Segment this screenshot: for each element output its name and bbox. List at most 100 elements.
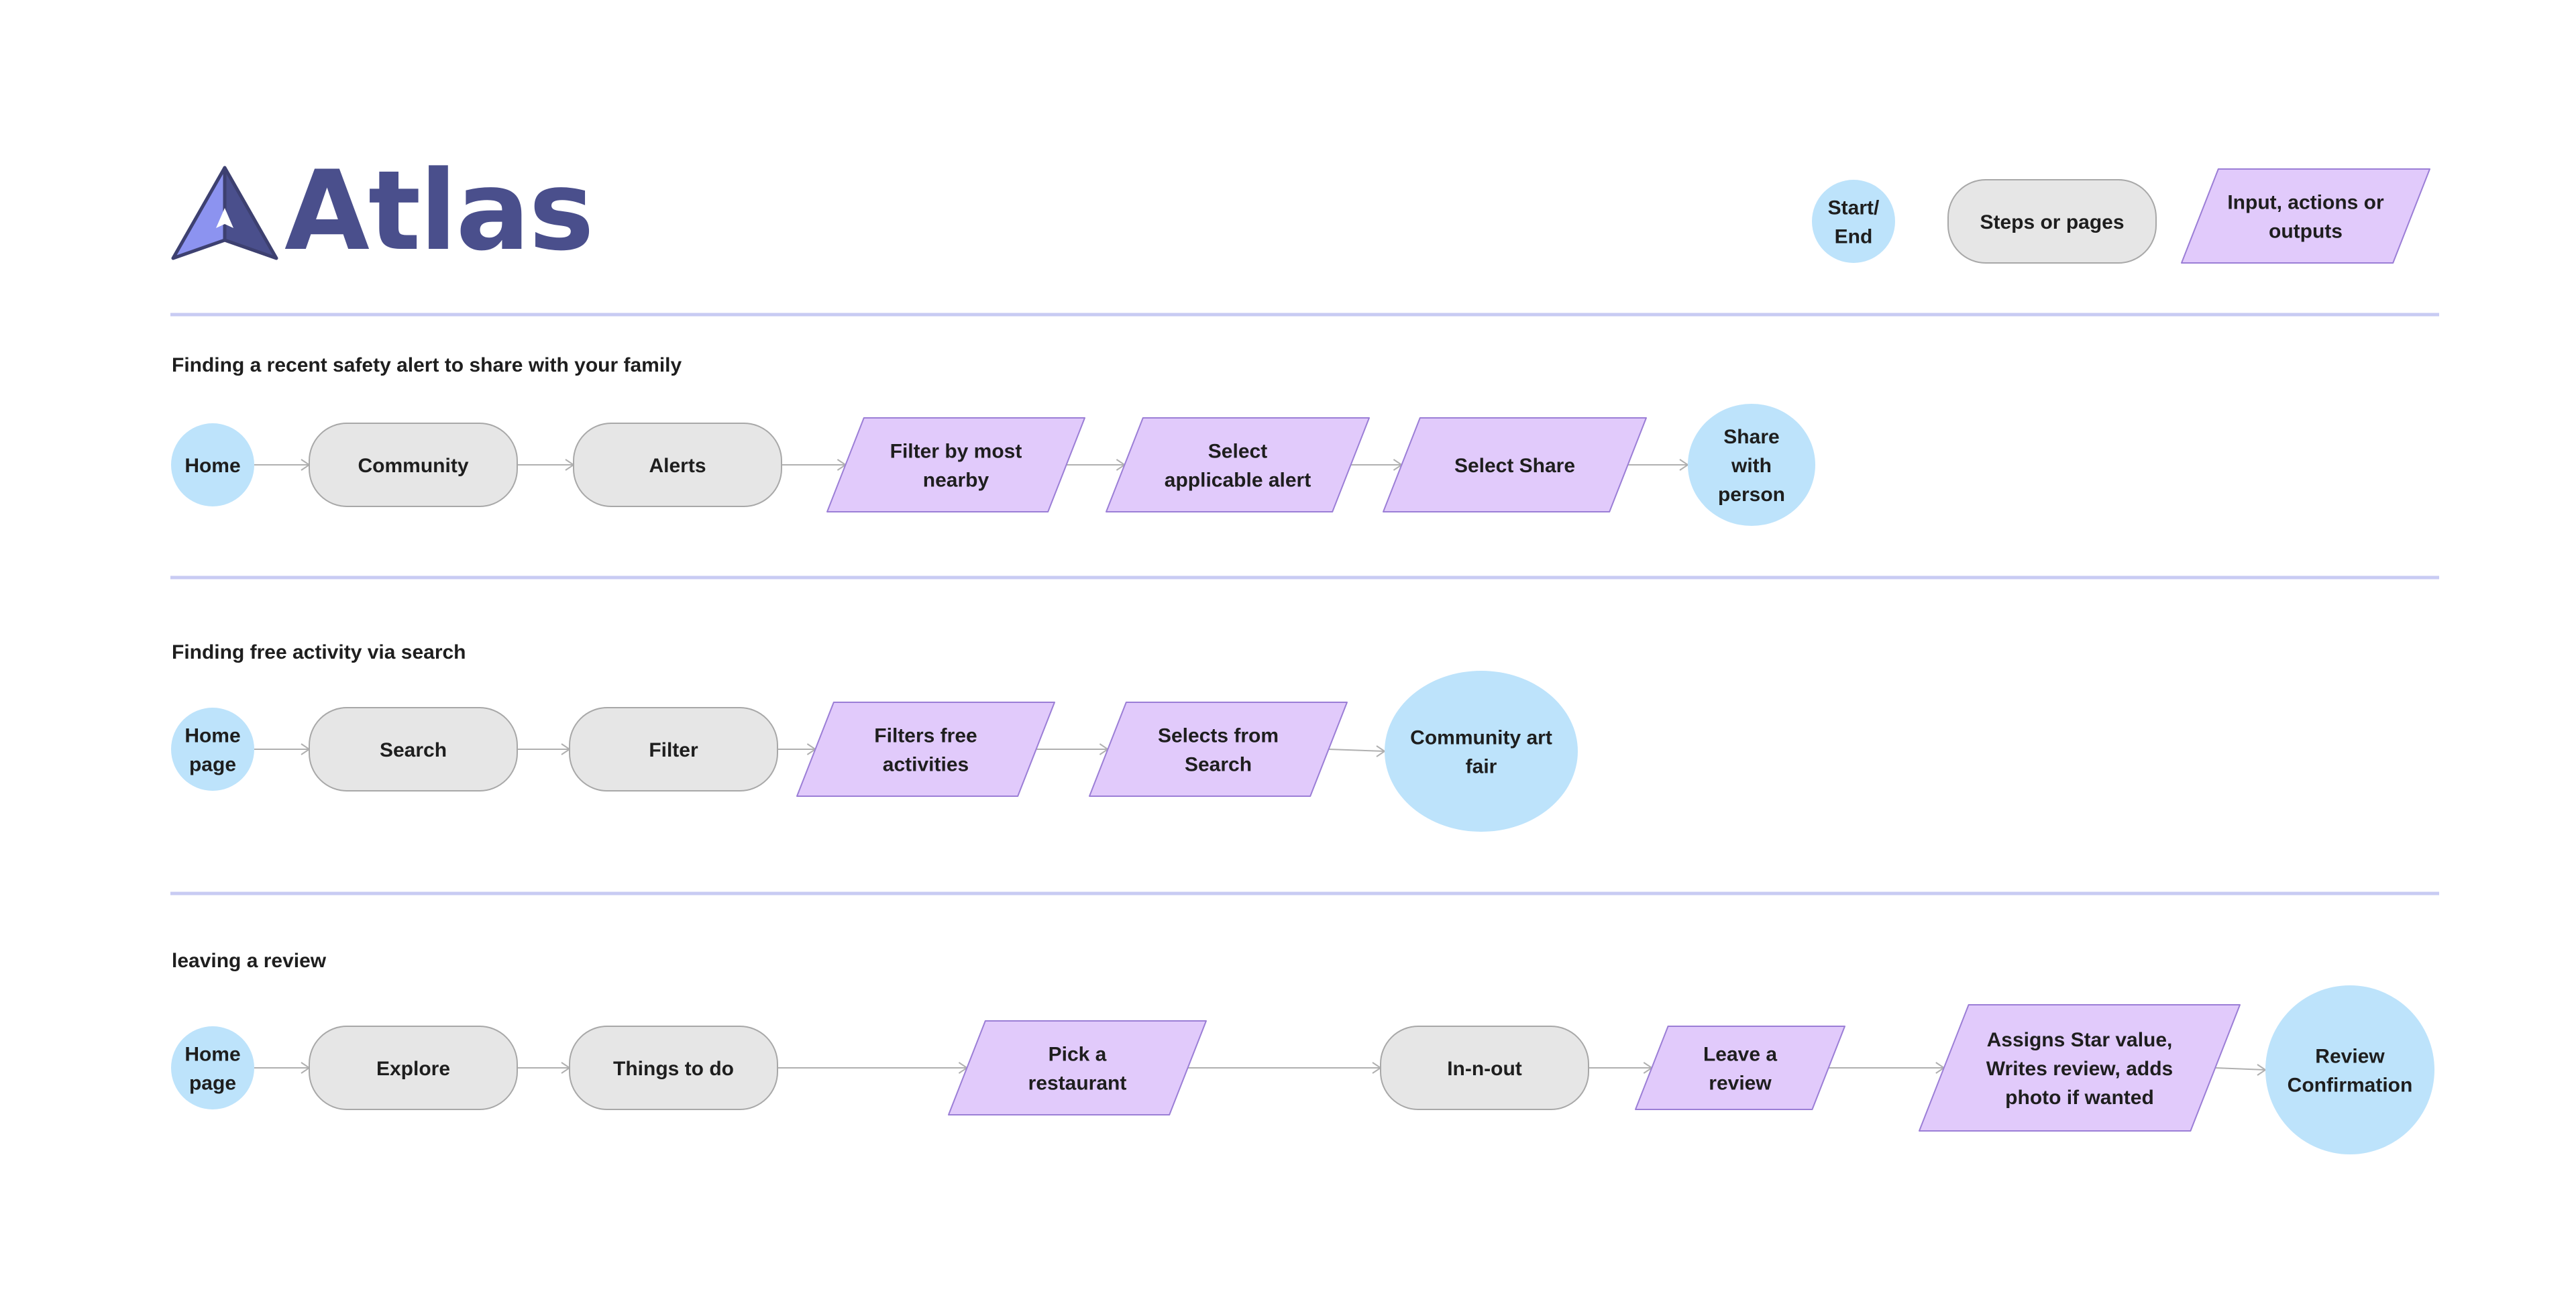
step-shape bbox=[309, 423, 518, 507]
io-shape bbox=[2181, 168, 2430, 264]
flow-node-things-to-do[interactable]: Things to do bbox=[569, 1026, 778, 1110]
node-label: Filter bbox=[649, 739, 698, 761]
node-label: Steps or pages bbox=[1980, 211, 2124, 233]
flow-node-community-art-fair[interactable]: Community art fair bbox=[1385, 671, 1578, 832]
flow-node-in-n-out[interactable]: In-n-out bbox=[1380, 1026, 1589, 1110]
flow-node-search[interactable]: Search bbox=[309, 707, 518, 792]
io-shape bbox=[1383, 417, 1647, 512]
flow-node-select-applicable-alert[interactable]: Select applicable alert bbox=[1106, 417, 1370, 512]
start-end-shape bbox=[1812, 180, 1895, 263]
node-label: Select Share bbox=[1454, 455, 1575, 477]
node-label: Filters free bbox=[874, 725, 977, 747]
node-label: Assigns Star value, bbox=[1987, 1029, 2173, 1051]
node-label: activities bbox=[883, 754, 969, 776]
flow-node-share-with-person[interactable]: Share with person bbox=[1688, 404, 1815, 526]
legend: Start/End Steps or pages Input, actions or… bbox=[1812, 168, 2430, 264]
node-label: restaurant bbox=[1028, 1073, 1127, 1095]
flow-node-leave-a-review[interactable]: Leave a review bbox=[1635, 1026, 1845, 1110]
flow-node-select-share[interactable]: Select Share bbox=[1383, 417, 1647, 512]
legend-item-steps-or-pages[interactable]: Steps or pages bbox=[1947, 179, 2157, 264]
flow-node-community[interactable]: Community bbox=[309, 423, 518, 507]
flow-1: Home Community Alerts Filter by most nearby S… bbox=[171, 404, 1815, 526]
node-label: Start/ bbox=[1828, 197, 1880, 219]
logo-text: Atlas bbox=[284, 147, 594, 275]
step-shape bbox=[309, 1026, 518, 1110]
flow-node-explore[interactable]: Explore bbox=[309, 1026, 518, 1110]
start-end-shape bbox=[1688, 404, 1815, 526]
start-end-shape bbox=[2265, 985, 2434, 1154]
legend-item-input-actions-or-outputs[interactable]: Input, actions or outputs bbox=[2181, 168, 2430, 264]
node-label: Filter by most bbox=[890, 441, 1022, 463]
node-label: Confirmation bbox=[2288, 1075, 2413, 1097]
flow-node-home-page[interactable]: Home page bbox=[171, 708, 254, 791]
node-label: Community art bbox=[1410, 727, 1552, 749]
node-label: Things to do bbox=[613, 1058, 734, 1080]
atlas-logo-icon bbox=[171, 166, 278, 260]
io-shape bbox=[1919, 1004, 2241, 1132]
node-label: person bbox=[1718, 484, 1785, 506]
node-label: Home bbox=[184, 455, 240, 477]
node-label: Select bbox=[1208, 441, 1267, 463]
start-end-shape bbox=[171, 708, 254, 791]
io-shape bbox=[948, 1020, 1207, 1115]
node-label: Input, actions or bbox=[2227, 192, 2384, 214]
node-label: fair bbox=[1466, 756, 1497, 778]
step-shape bbox=[1380, 1026, 1589, 1110]
step-shape bbox=[569, 1026, 778, 1110]
node-label: with bbox=[1731, 455, 1772, 477]
node-label: Explore bbox=[376, 1058, 450, 1080]
node-label: Selects from bbox=[1158, 725, 1279, 747]
node-label: Home bbox=[184, 725, 240, 747]
flow-2: Home page Search Filter Filters free activiti… bbox=[171, 671, 1578, 832]
node-label: Search bbox=[380, 739, 447, 761]
legend-item-start-end[interactable]: Start/End bbox=[1812, 180, 1895, 263]
node-label: Community bbox=[358, 455, 469, 477]
start-end-shape bbox=[1385, 671, 1578, 832]
connector-line bbox=[2215, 1067, 2266, 1071]
node-label: Share bbox=[1723, 426, 1779, 448]
io-shape bbox=[1106, 417, 1370, 512]
node-label: applicable alert bbox=[1165, 470, 1311, 492]
io-shape bbox=[1089, 702, 1348, 797]
section-dividers bbox=[170, 313, 2439, 895]
start-end-shape bbox=[171, 423, 254, 506]
node-label: nearby bbox=[923, 470, 989, 492]
flow-node-home[interactable]: Home bbox=[171, 423, 254, 506]
node-label: Pick a bbox=[1049, 1044, 1107, 1066]
step-shape bbox=[569, 707, 778, 792]
node-label: Leave a bbox=[1703, 1044, 1777, 1066]
flow-title-free-activity: Finding free activity via search bbox=[172, 641, 466, 663]
step-shape bbox=[573, 423, 782, 507]
io-shape bbox=[796, 702, 1055, 797]
node-label: outputs bbox=[2269, 221, 2343, 243]
flow-node-alerts[interactable]: Alerts bbox=[573, 423, 782, 507]
flow-node-filters-free-activities[interactable]: Filters free activities bbox=[796, 702, 1055, 797]
connector-line bbox=[1328, 749, 1385, 752]
node-label: Writes review, adds bbox=[1986, 1058, 2173, 1080]
flow-node-pick-a-restaurant[interactable]: Pick a restaurant bbox=[948, 1020, 1207, 1115]
io-shape bbox=[826, 417, 1085, 512]
flow-node-assigns-star-value-writes-review-adds-photo-if-wanted[interactable]: Assigns Star value,Writes review, addsph… bbox=[1919, 1004, 2241, 1132]
flow-title-safety-alert: Finding a recent safety alert to share w… bbox=[172, 354, 682, 376]
flow-title-leaving-review: leaving a review bbox=[172, 950, 327, 972]
flow-node-filter-by-most-nearby[interactable]: Filter by most nearby bbox=[826, 417, 1085, 512]
node-label: Search bbox=[1185, 754, 1252, 776]
step-shape bbox=[309, 707, 518, 792]
start-end-shape bbox=[171, 1026, 254, 1109]
node-label: review bbox=[1709, 1073, 1772, 1095]
node-label: In-n-out bbox=[1447, 1058, 1522, 1080]
io-shape bbox=[1635, 1026, 1845, 1110]
node-label: page bbox=[189, 754, 236, 776]
flow-node-filter[interactable]: Filter bbox=[569, 707, 778, 792]
node-label: Review bbox=[2315, 1046, 2385, 1068]
node-label: Alerts bbox=[649, 455, 706, 477]
node-label: page bbox=[189, 1073, 236, 1095]
node-label: End bbox=[1835, 226, 1873, 248]
